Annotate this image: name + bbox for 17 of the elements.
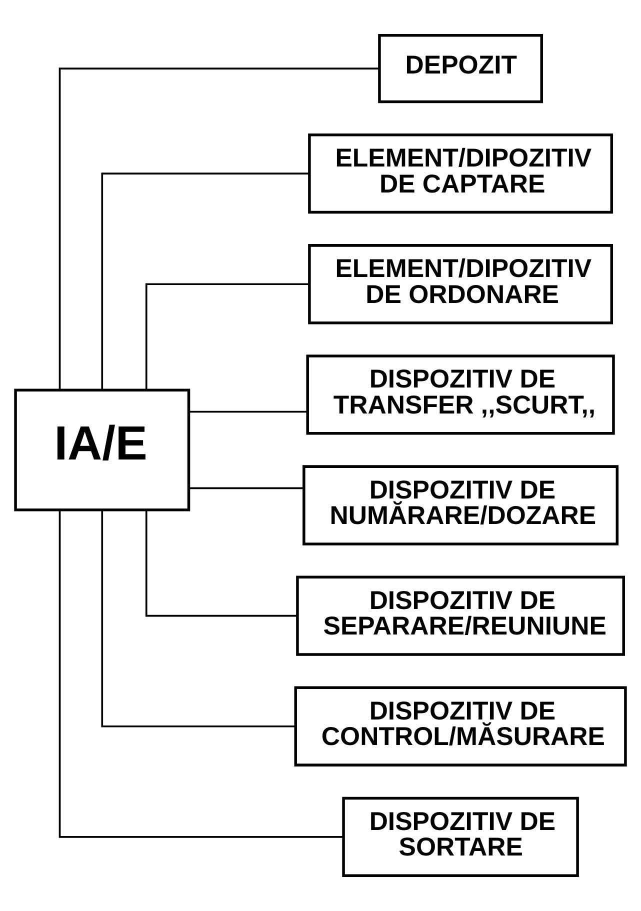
connector	[101, 172, 310, 390]
connector	[101, 510, 296, 728]
node-box: DISPOZITIV DE SORTARE	[342, 796, 579, 878]
node-box: DEPOZIT	[378, 34, 543, 104]
connector	[58, 510, 343, 838]
node-box: DISPOZITIV DE CONTROL/MĂSURARE	[294, 686, 627, 766]
node-box: ELEMENT/DIPOZITIV DE ORDONARE	[308, 244, 614, 324]
node-box: ELEMENT/DIPOZITIV DE CAPTARE	[308, 134, 614, 214]
connector	[188, 410, 308, 413]
connector	[58, 68, 380, 390]
node-box: DISPOZITIV DE SEPARARE/REUNIUNE	[296, 576, 625, 656]
connector	[145, 510, 297, 617]
connector	[188, 487, 304, 490]
node-box: DISPOZITIV DE NUMĂRARE/DOZARE	[302, 465, 619, 546]
node-box: DISPOZITIV DE TRANSFER ,,SCURT,,	[306, 354, 615, 435]
connector	[145, 283, 309, 390]
node-box: IA/E	[14, 388, 190, 512]
